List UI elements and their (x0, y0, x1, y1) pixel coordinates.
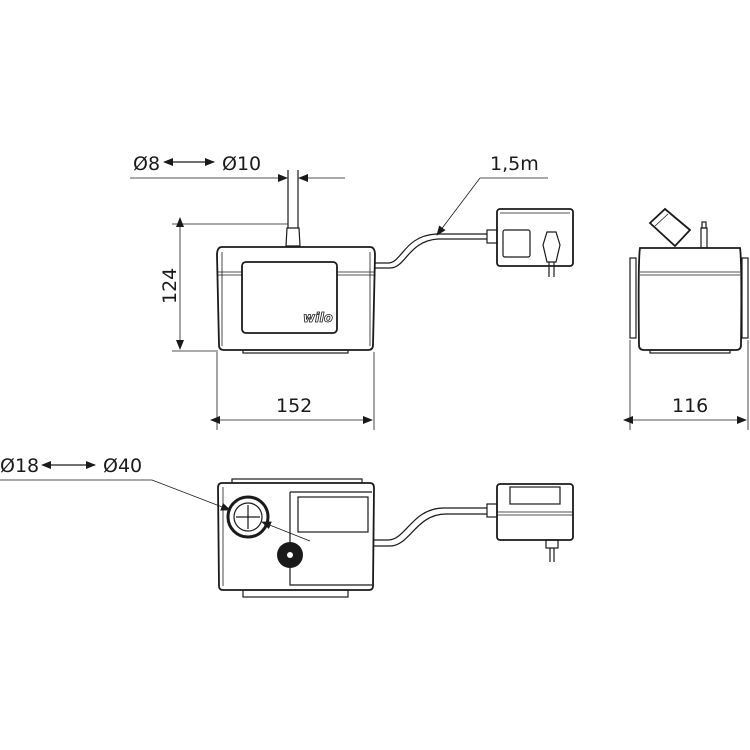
tube-large-diameter-label: Ø10 (222, 153, 261, 175)
width-dimension: 152 (210, 352, 375, 430)
front-panel (241, 261, 338, 334)
cable-length-dimension: 1,5m (436, 153, 548, 236)
depth-label: 116 (672, 395, 708, 417)
power-cable (374, 507, 487, 547)
inlet-small-diameter-label: Ø18 (0, 455, 39, 477)
inlet-large-diameter-label: Ø40 (103, 455, 142, 477)
height-dimension: 124 (159, 217, 288, 352)
height-label: 124 (159, 268, 181, 304)
inlet-port (226, 495, 270, 539)
float-switch (277, 542, 303, 568)
power-adapter (486, 483, 574, 562)
cable-length-label: 1,5m (490, 153, 539, 175)
tube-small-diameter-label: Ø8 (133, 153, 160, 175)
wilo-logo: wilo (303, 311, 333, 326)
power-cable (375, 233, 487, 269)
top-view: Ø18 Ø40 (0, 455, 574, 598)
tube-diameter-dimension: Ø8 Ø10 (130, 153, 345, 182)
drain-tube (285, 170, 301, 247)
power-adapter (486, 208, 574, 277)
side-view: 116 (623, 207, 749, 430)
width-label: 152 (276, 395, 312, 417)
depth-dimension: 116 (623, 340, 749, 430)
pump-body-front: wilo (216, 246, 376, 354)
outlet-fitting (648, 207, 692, 248)
inlet-diameter-dimension: Ø18 Ø40 (0, 455, 311, 542)
front-view: Ø8 Ø10 wilo 124 152 (130, 153, 574, 430)
